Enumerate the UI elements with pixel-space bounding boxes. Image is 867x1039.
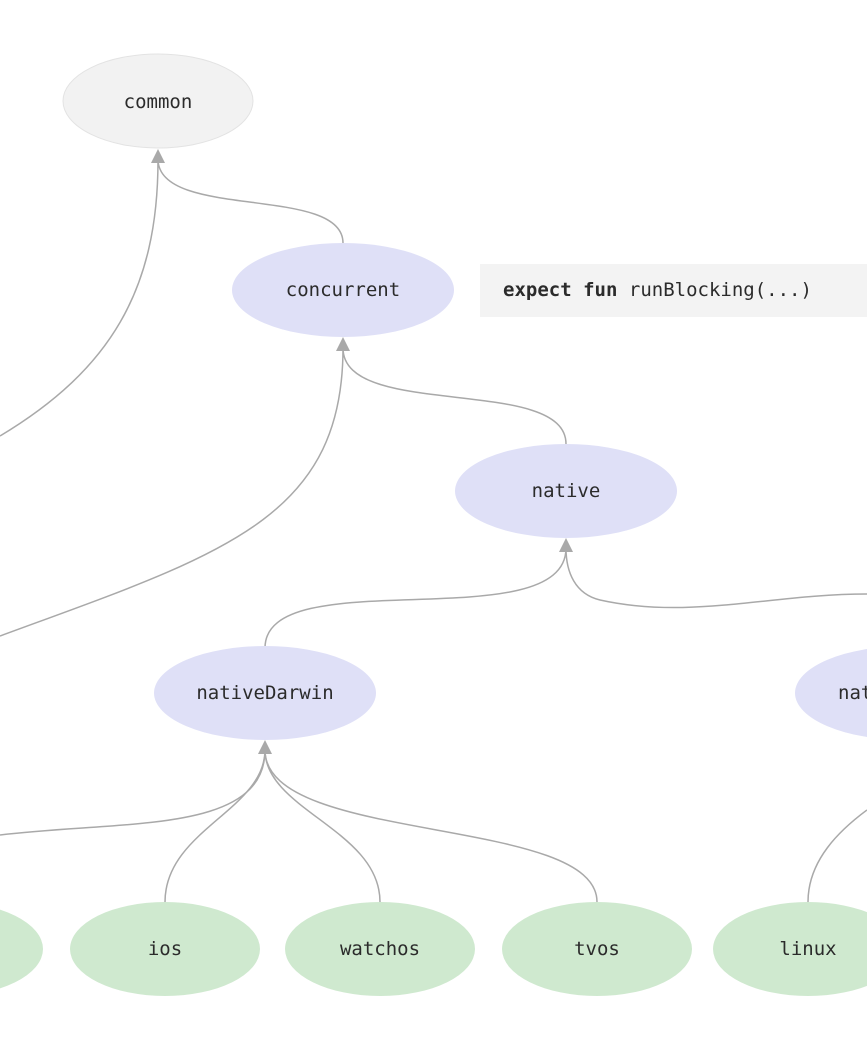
code-keyword-fun: fun (583, 279, 617, 301)
edge-native-to-concurrent (342, 347, 567, 445)
edge-left-to-concurrent (0, 347, 344, 637)
code-keyword-expect: expect (503, 279, 572, 301)
node-concurrent-label: concurrent (286, 279, 400, 301)
node-concurrent[interactable]: concurrent (232, 243, 454, 337)
edge-tvos-to-nativedarwin (264, 749, 598, 903)
node-native-label: native (532, 480, 601, 502)
code-function-signature: runBlocking(...) (629, 279, 812, 301)
node-ios-label: ios (148, 938, 182, 960)
code-annotation-text: expect fun runBlocking(...) (503, 279, 812, 301)
edges (0, 159, 867, 903)
node-watchos-label: watchos (340, 938, 420, 960)
node-common-label: common (124, 91, 193, 113)
node-watchos[interactable]: watchos (285, 902, 475, 996)
arrowhead-nativedarwin (258, 740, 272, 754)
node-tvos[interactable]: tvos (502, 902, 692, 996)
code-annotation: expect fun runBlocking(...) (480, 264, 867, 317)
node-native-other-label: nat (838, 682, 867, 704)
edge-concurrent-to-common (157, 159, 344, 244)
arrowheads (151, 149, 573, 754)
node-native[interactable]: native (455, 444, 677, 538)
node-left-leaf[interactable] (0, 902, 43, 996)
node-common[interactable]: common (62, 53, 254, 149)
code-annotation-box (480, 264, 867, 317)
edge-left-leaf-to-nativedarwin (0, 749, 266, 836)
node-linux-label: linux (779, 938, 836, 960)
edge-nativedarwin-to-native (264, 547, 567, 649)
edge-nativeother-to-native (565, 547, 867, 609)
node-tvos-label: tvos (574, 938, 620, 960)
node-nativedarwin-label: nativeDarwin (196, 682, 333, 704)
arrowhead-common (151, 149, 165, 163)
node-ios[interactable]: ios (70, 902, 260, 996)
edge-linux-to-nativeother (807, 809, 867, 903)
node-nativedarwin[interactable]: nativeDarwin (154, 646, 376, 740)
edge-ios-to-nativedarwin (164, 749, 266, 903)
node-linux[interactable]: linux (713, 902, 867, 996)
edge-left-to-common (0, 159, 159, 437)
edge-watchos-to-nativedarwin (264, 749, 381, 903)
arrowhead-concurrent (336, 337, 350, 351)
arrowhead-native (559, 538, 573, 552)
node-native-other[interactable]: nat (795, 646, 867, 740)
